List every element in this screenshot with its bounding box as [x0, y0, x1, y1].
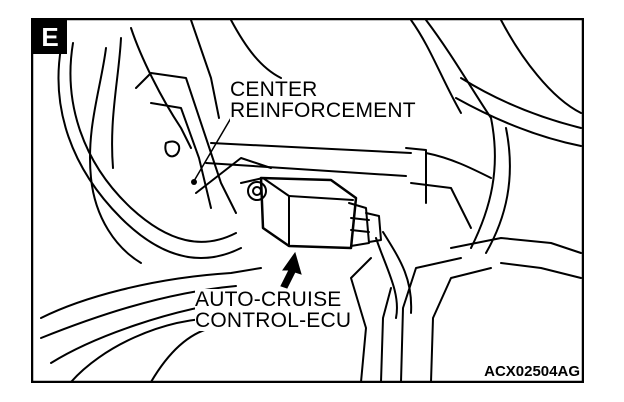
view-letter: E	[41, 22, 59, 52]
callout-line: REINFORCEMENT	[230, 99, 416, 122]
view-letter-badge: E	[33, 20, 67, 54]
callout-line: AUTO-CRUISE	[195, 289, 352, 310]
auto-cruise-ecu-label: AUTO-CRUISE CONTROL-ECU	[195, 289, 352, 332]
component-illustration	[31, 18, 584, 383]
figure-code: ACX02504AG	[484, 363, 580, 380]
callout-line: CENTER	[230, 79, 416, 100]
diagram-frame: E CENTER REINFORCEMENT AUTO-CRUISE CONTR…	[31, 18, 584, 383]
center-reinforcement-label: CENTER REINFORCEMENT	[230, 79, 416, 121]
callout-line: CONTROL-ECU	[195, 309, 352, 332]
